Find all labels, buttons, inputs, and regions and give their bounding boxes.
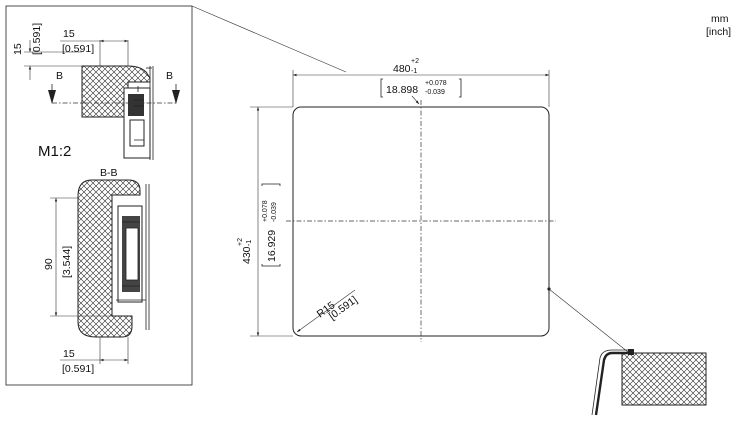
dim-height-cutout-inch-tol-lower: -0.039 xyxy=(271,202,278,222)
dim-height-inch: [3.544] xyxy=(61,246,73,278)
top-profile xyxy=(81,65,154,160)
dim-height-cutout-inch: 16.929 xyxy=(266,230,278,262)
edge-detail xyxy=(591,349,707,416)
dim-height-cutout-tol-upper: +2 xyxy=(237,238,244,246)
dim-height-cutout-mm: 430 xyxy=(241,246,253,264)
dim-height-mm: 90 xyxy=(43,258,55,270)
detail-leader-top xyxy=(191,5,347,73)
units-mm: mm xyxy=(711,13,729,25)
section-arrow-right xyxy=(172,90,180,104)
dim-width-mm: 480 xyxy=(393,63,411,75)
dim-height-cutout-inch-tol-upper: +0.078 xyxy=(262,200,269,222)
dim-top-horizontal-inch: [0.591] xyxy=(62,43,94,55)
dim-width-tol-lower: -1 xyxy=(411,68,417,75)
section-arrow-left xyxy=(48,90,56,104)
detail-frame xyxy=(5,5,193,386)
section-label: B-B xyxy=(100,167,118,179)
dim-top-horizontal-mm: 15 xyxy=(63,28,75,40)
dim-width-inch-tol-lower: -0.039 xyxy=(425,89,445,96)
scale-label: M1:2 xyxy=(38,143,71,160)
dim-top-vertical-inch: [0.591] xyxy=(31,23,43,55)
dim-top-vertical-mm: 15 xyxy=(12,43,24,55)
edge-detail-leader xyxy=(548,288,629,353)
section-mark-left: B xyxy=(56,70,63,82)
dim-height-cutout-tol-lower: -1 xyxy=(246,240,253,246)
section-mark-right: B xyxy=(166,70,173,82)
section-profile xyxy=(77,179,150,338)
dim-bottom-horizontal-mm: 15 xyxy=(63,348,75,360)
dim-bottom-horizontal-inch: [0.591] xyxy=(62,363,94,375)
dim-width-inch-tol-upper: +0.078 xyxy=(425,80,447,87)
dim-width-tol-upper: +2 xyxy=(411,58,419,65)
dim-width-inch: 18.898 xyxy=(386,84,418,96)
units-inch: [inch] xyxy=(706,26,731,38)
